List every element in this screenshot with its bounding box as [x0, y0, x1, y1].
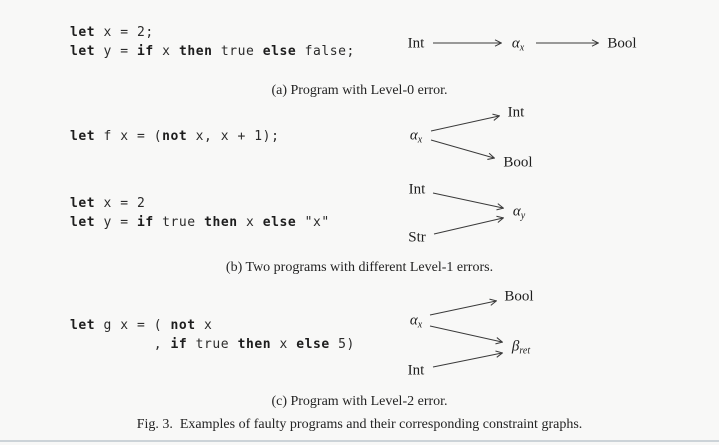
- graph-a-node-alpha-x: αx: [511, 35, 525, 54]
- graph-c-node-beta-ret: βret: [511, 338, 531, 357]
- code-block-b1: let f x = (not x, x + 1);: [70, 129, 280, 144]
- graph-b1-node-alpha-x: αx: [409, 127, 423, 146]
- alpha-symbol: α: [409, 127, 418, 144]
- graph-c-node-bool: Bool: [504, 288, 534, 305]
- caption-c: (c) Program with Level-2 error.: [271, 394, 448, 409]
- alpha-subscript: x: [417, 134, 423, 146]
- beta-symbol: β: [511, 338, 520, 355]
- graph-b2-node-alpha-y: αy: [512, 203, 526, 222]
- bottom-divider: [0, 440, 719, 442]
- arrow-b1-alpha-to-bool: [430, 139, 494, 158]
- alpha-symbol: α: [511, 35, 520, 52]
- alpha-subscript: y: [520, 210, 526, 222]
- arrow-c-int-to-beta: [432, 353, 502, 368]
- arrow-c-alpha-to-bool: [429, 301, 496, 316]
- arrow-b2-int-to-alpha: [432, 192, 503, 208]
- arrow-c-alpha-to-beta: [429, 325, 502, 342]
- graph-a-node-bool: Bool: [607, 35, 637, 52]
- graph-c-node-int: Int: [407, 362, 425, 379]
- arrow-b2-str-to-alpha: [433, 218, 503, 235]
- caption-b: (b) Two programs with different Level-1 …: [225, 260, 494, 275]
- code-block-a: let x = 2;let y = if x then true else fa…: [70, 25, 355, 59]
- arrow-b1-alpha-to-int: [430, 116, 499, 132]
- graph-c-node-alpha-x: αx: [409, 312, 423, 331]
- graph-b2-node-int: Int: [408, 181, 426, 198]
- graph-b1-node-bool: Bool: [503, 154, 533, 171]
- beta-subscript: ret: [519, 345, 531, 357]
- graph-b2-node-str: Str: [408, 229, 426, 246]
- alpha-symbol: α: [409, 312, 418, 329]
- alpha-subscript: x: [417, 319, 423, 331]
- code-block-c: let g x = ( not x , if true then x else …: [70, 318, 355, 352]
- graph-a-node-int: Int: [407, 35, 425, 52]
- graph-b1-node-int: Int: [507, 104, 525, 121]
- figure-caption: Fig. 3. Examples of faulty programs and …: [136, 417, 583, 432]
- alpha-subscript: x: [519, 42, 525, 54]
- alpha-symbol: α: [512, 203, 521, 220]
- caption-a: (a) Program with Level-0 error.: [271, 83, 448, 98]
